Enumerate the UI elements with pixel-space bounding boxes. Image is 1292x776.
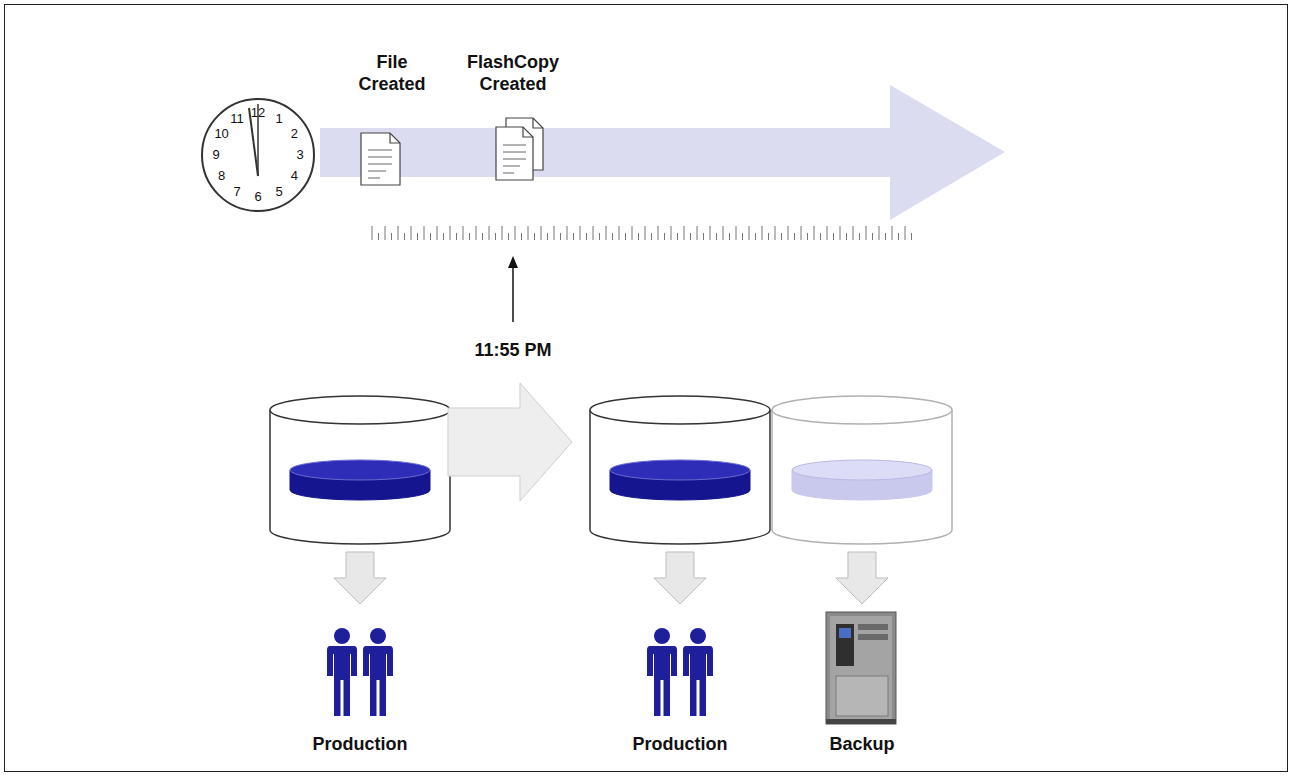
flashcopy-volume bbox=[772, 396, 952, 544]
volume-caption: Production bbox=[610, 734, 750, 756]
clock-numeral: 8 bbox=[210, 168, 234, 184]
file-icon bbox=[361, 133, 400, 185]
frame bbox=[5, 5, 1288, 772]
production-volume bbox=[590, 396, 770, 544]
event-label: File Created bbox=[349, 52, 435, 95]
flashcopy-icon bbox=[496, 118, 543, 180]
volume-caption: Production bbox=[290, 734, 430, 756]
volume-caption: Backup bbox=[792, 734, 932, 756]
backup-server bbox=[826, 612, 896, 724]
clock-numeral: 6 bbox=[246, 189, 270, 205]
clock-numeral: 2 bbox=[282, 126, 306, 142]
clock-numeral: 12 bbox=[246, 105, 270, 121]
clock-numeral: 11 bbox=[225, 111, 249, 127]
clock-numeral: 3 bbox=[288, 147, 312, 163]
copy-arrow bbox=[448, 383, 572, 501]
event-label: FlashCopy Created bbox=[457, 52, 569, 95]
time-ruler bbox=[372, 226, 912, 240]
clock-numeral: 7 bbox=[225, 184, 249, 200]
users-icon bbox=[647, 628, 713, 716]
clock-numeral: 4 bbox=[282, 168, 306, 184]
clock-icon bbox=[202, 99, 314, 211]
time-label: 11:55 PM bbox=[448, 340, 578, 362]
users-icon bbox=[327, 628, 393, 716]
clock-numeral: 10 bbox=[210, 126, 234, 142]
clock-numeral: 5 bbox=[267, 184, 291, 200]
clock-numeral: 9 bbox=[204, 147, 228, 163]
timeline-arrow bbox=[320, 85, 1005, 220]
time-pointer bbox=[508, 256, 518, 322]
clock-numeral: 1 bbox=[267, 111, 291, 127]
down-arrow bbox=[334, 552, 888, 604]
production-volume bbox=[270, 396, 450, 544]
